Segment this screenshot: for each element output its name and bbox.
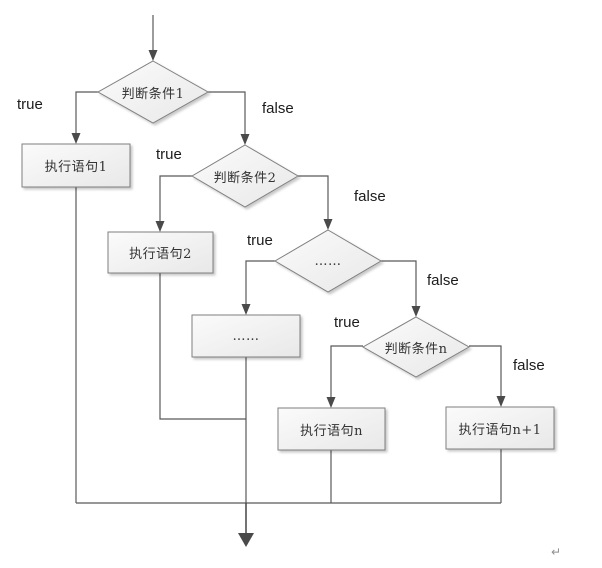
branch-label-true-2: true: [156, 146, 182, 163]
branch-label-false-4: false: [513, 357, 545, 374]
decision-2-shape: [191, 144, 299, 208]
decision-1-shape: [96, 60, 210, 124]
paragraph-mark: ↵: [551, 545, 562, 559]
process-3-shape: [191, 314, 301, 358]
arrowhead-decision3-true: [241, 304, 251, 315]
branch-label-true-1: true: [17, 96, 43, 113]
branch-label-false-1: false: [262, 100, 294, 117]
branch-label-false-3: false: [427, 272, 459, 289]
connector-decision4-true: [330, 345, 363, 397]
arrowhead-decision1-true: [71, 133, 81, 144]
arrowhead-decision4-true: [326, 397, 336, 408]
arrowhead-decision3-false: [411, 306, 421, 317]
connector-decision2-true: [159, 175, 192, 221]
branch-label-true-4: true: [334, 314, 360, 331]
process-1-shape: [21, 143, 131, 188]
connector-decision3-true: [245, 260, 275, 304]
branch-label-true-3: true: [247, 232, 273, 249]
connector-decision1-false: [208, 91, 246, 134]
arrowhead-start: [148, 50, 158, 61]
process-n-shape: [277, 407, 386, 451]
decision-3-shape: [274, 229, 382, 293]
decision-4-shape: [361, 316, 471, 378]
connector-decision2-false: [298, 175, 329, 219]
arrowhead-decision4-false: [496, 396, 506, 407]
arrowhead-decision2-false: [323, 219, 333, 230]
arrowhead-end: [238, 533, 254, 547]
connector-decision3-false: [381, 260, 417, 306]
connector-decision4-false: [469, 345, 502, 396]
process-2-shape: [107, 231, 214, 274]
connector-process2-out: [159, 273, 246, 420]
branch-label-false-2: false: [354, 188, 386, 205]
process-n1-shape: [445, 406, 555, 450]
arrowhead-decision1-false: [240, 134, 250, 145]
connector-decision1-true: [75, 91, 98, 133]
arrowhead-decision2-true: [155, 221, 165, 232]
